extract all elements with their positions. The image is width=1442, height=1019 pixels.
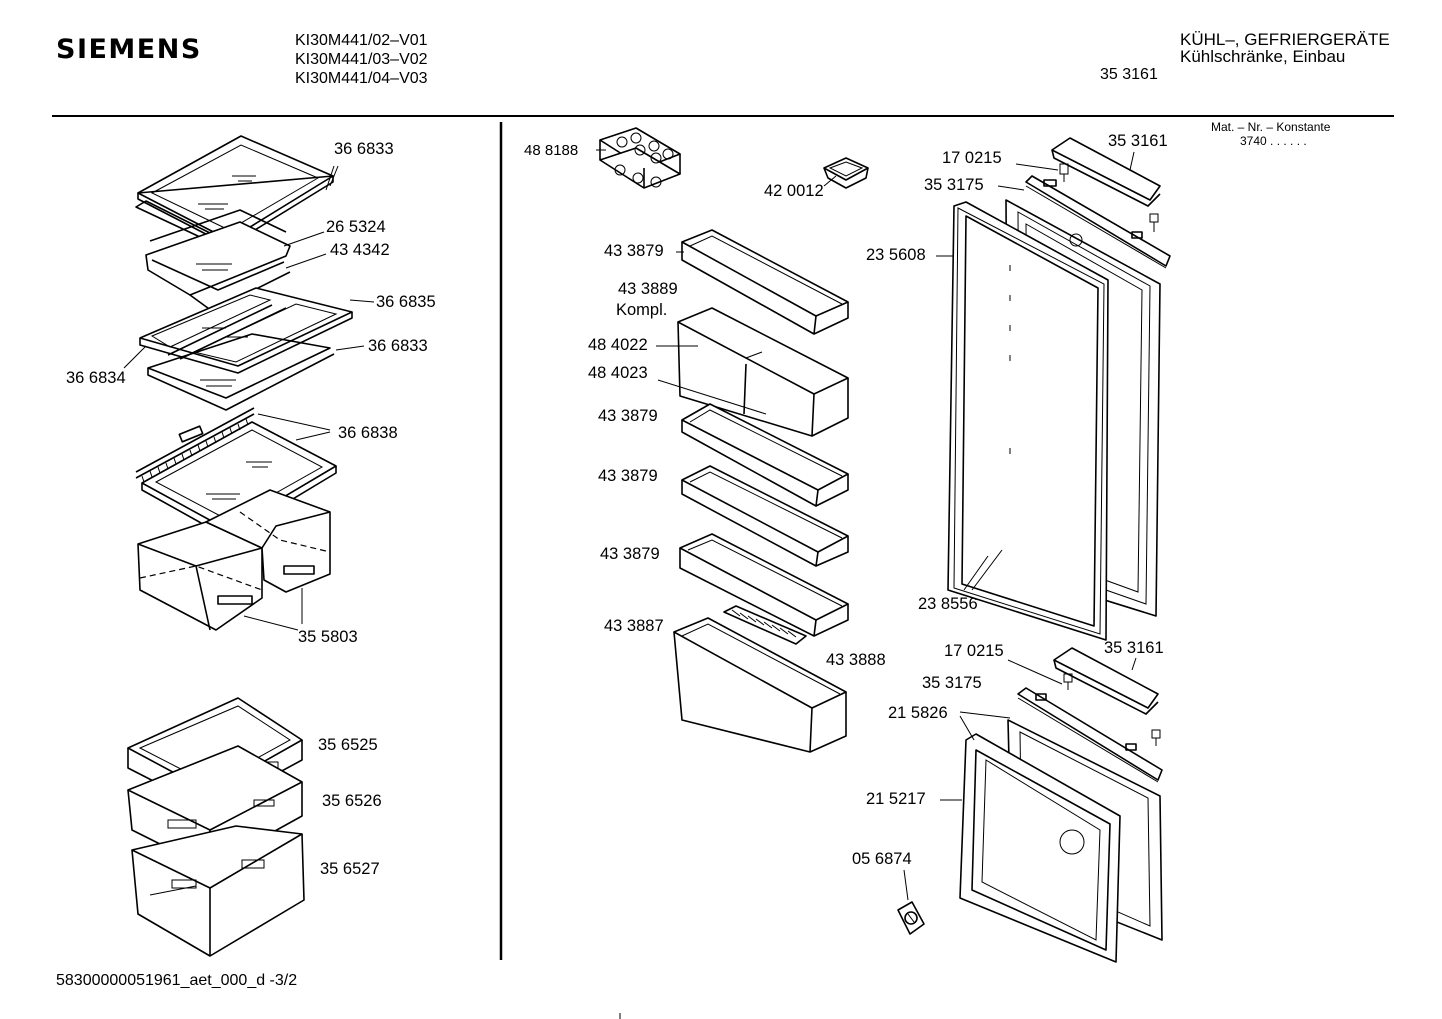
part-label: 17 0215 <box>944 642 1004 660</box>
part-label: 36 6834 <box>66 369 126 387</box>
part-label: 35 5803 <box>298 628 358 646</box>
lower-hinge-drawing <box>1017 647 1163 783</box>
door-shelf-combo-drawing <box>677 307 849 437</box>
part-label: 48 4022 <box>588 336 648 354</box>
catalog-number: 35 3161 <box>1100 66 1158 83</box>
part-label: 35 6525 <box>318 736 378 754</box>
bottle-retainer-drawing <box>723 605 807 645</box>
part-label: 48 4023 <box>588 364 648 382</box>
door-shelf-2-drawing <box>681 403 849 507</box>
door-shelf-4-drawing <box>679 533 849 637</box>
part-label: 43 3879 <box>598 407 658 425</box>
part-label: 43 3889 <box>618 280 678 298</box>
part-label: 23 8556 <box>918 595 978 613</box>
part-label: 21 5826 <box>888 704 948 722</box>
model-list: KI30M441/02–V01 KI30M441/03–V02 KI30M441… <box>295 31 428 88</box>
part-label: 36 6833 <box>368 337 428 355</box>
part-label: Kompl. <box>616 301 668 319</box>
part-label: 35 6526 <box>322 792 382 810</box>
crisper-drawers-drawing <box>137 489 331 631</box>
part-label: 48 8188 <box>524 142 579 159</box>
part-label: 35 3175 <box>924 176 984 194</box>
mat-nr-label: Mat. – Nr. – Konstante <box>1211 120 1331 134</box>
freezer-door-seal-drawing <box>959 733 1121 963</box>
split-shelf-drawing <box>139 287 353 411</box>
part-label: 42 0012 <box>764 182 824 200</box>
category-subtitle: Kühlschränke, Einbau <box>1180 47 1346 66</box>
upper-hinge-drawing <box>1025 137 1171 269</box>
part-label: 36 6833 <box>334 140 394 158</box>
door-shelf-3-drawing <box>681 465 849 567</box>
thermostat-knob-drawing <box>897 901 925 935</box>
part-label: 43 4342 <box>330 241 390 259</box>
mat-nr-value: 3740 . . . . . . <box>1240 134 1307 148</box>
part-label: 23 5608 <box>866 246 926 264</box>
part-label: 21 5217 <box>866 790 926 808</box>
freezer-basket-3-drawing <box>131 825 305 957</box>
category-block: KÜHL–, GEFRIERGERÄTE Kühlschränke, Einba… <box>1180 31 1390 65</box>
part-label: 36 6835 <box>376 293 436 311</box>
model-number: KI30M441/04–V03 <box>295 70 428 87</box>
part-label: 26 5324 <box>326 218 386 236</box>
part-label: 35 6527 <box>320 860 380 878</box>
part-label: 43 3879 <box>604 242 664 260</box>
part-label: 35 3161 <box>1108 132 1168 150</box>
part-label: 35 3175 <box>922 674 982 692</box>
category-title: KÜHL–, GEFRIERGERÄTE <box>1180 30 1390 49</box>
bottle-shelf-drawing <box>673 617 847 753</box>
part-label: 35 3161 <box>1104 639 1164 657</box>
leader-lines <box>123 149 1137 901</box>
part-label: 43 3879 <box>600 545 660 563</box>
model-number: KI30M441/02–V01 <box>295 32 428 49</box>
part-label: 43 3887 <box>604 617 664 635</box>
door-shelf-1-drawing <box>681 229 849 335</box>
model-number: KI30M441/03–V02 <box>295 51 428 68</box>
part-label: 05 6874 <box>852 850 912 868</box>
part-label: 43 3888 <box>826 651 886 669</box>
crisper-cover-drawing <box>135 407 337 539</box>
part-label: 43 3879 <box>598 467 658 485</box>
part-label: 17 0215 <box>942 149 1002 167</box>
part-label: 36 6838 <box>338 424 398 442</box>
document-id: 58300000051961_aet_000_d -3/2 <box>56 972 298 989</box>
small-box-drawing <box>823 157 869 189</box>
brand-logo: SIEMENS <box>56 34 202 65</box>
fridge-door-seal-drawing <box>947 201 1109 641</box>
egg-tray-drawing <box>599 127 681 189</box>
